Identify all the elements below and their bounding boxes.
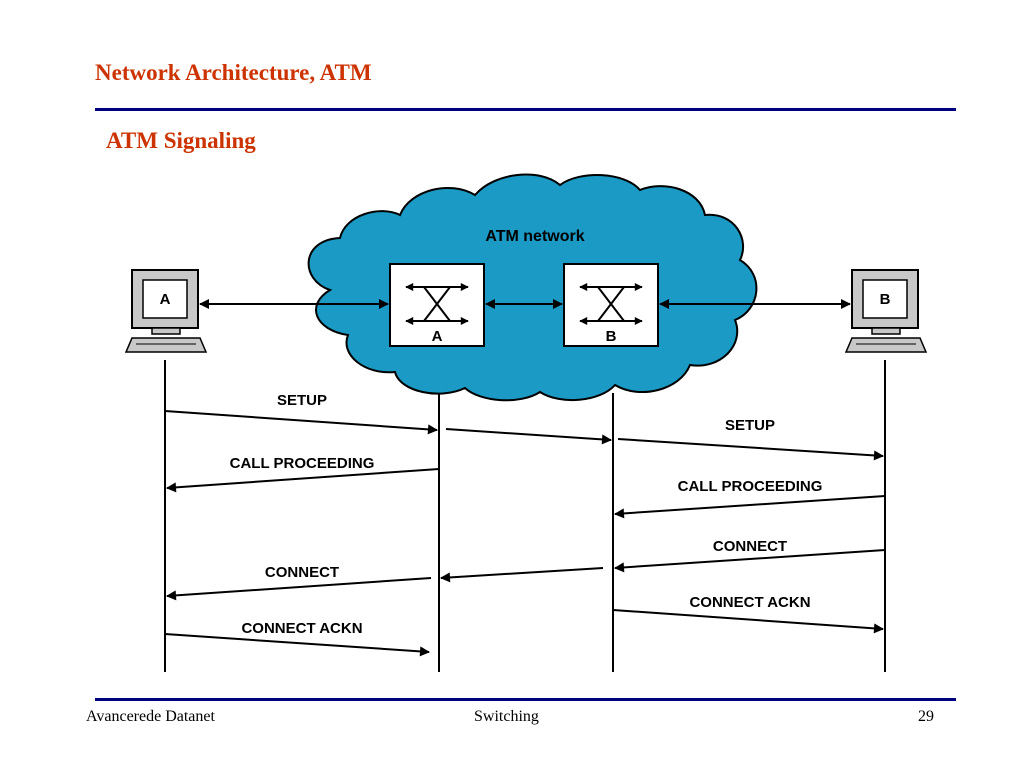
msg-connect-ackn-2: CONNECT ACKN [689,594,810,611]
switch-a [389,263,485,347]
msg-setup-2: SETUP [725,417,775,434]
msg-setup-1: SETUP [277,392,327,409]
terminal-a-computer-icon [124,269,208,353]
arrow-connect-1 [166,577,432,601]
arrow-connect-ackn-1 [164,633,430,657]
atm-signaling-diagram: ATM network A B A B [124,173,928,672]
arrow-call-proceeding-2 [614,495,886,519]
msg-connect-2: CONNECT [713,538,787,555]
atm-network-label: ATM network [485,228,584,245]
bottom-divider [95,698,956,701]
switch-b-label: B [606,328,617,345]
arrow-connect-ackn-2 [612,609,884,634]
msg-call-proceeding-1: CALL PROCEEDING [230,455,375,472]
arrow-call-proceeding-1 [166,468,440,493]
switch-b [563,263,659,347]
msg-connect-1: CONNECT [265,564,339,581]
switch-a-label: A [432,328,443,345]
arrow-setup-1 [164,410,438,435]
slide-subtitle: ATM Signaling [106,128,256,153]
terminal-a-label: A [160,291,171,308]
arrow-setup-2 [617,438,884,461]
top-divider [95,108,956,111]
msg-call-proceeding-2: CALL PROCEEDING [678,478,823,495]
footer-topic: Switching [474,708,539,725]
terminal-b-label: B [880,291,891,308]
slide-title: Network Architecture, ATM [95,60,372,85]
footer-course: Avancerede Datanet [86,708,215,725]
arrow-setup-forward [445,428,612,445]
arrow-connect-2 [614,549,886,573]
atm-network-cloud [307,173,758,402]
arrow-connect-forward [440,567,604,583]
footer-page-number: 29 [918,708,934,725]
msg-connect-ackn-1: CONNECT ACKN [241,620,362,637]
terminal-b-computer-icon [844,269,928,353]
